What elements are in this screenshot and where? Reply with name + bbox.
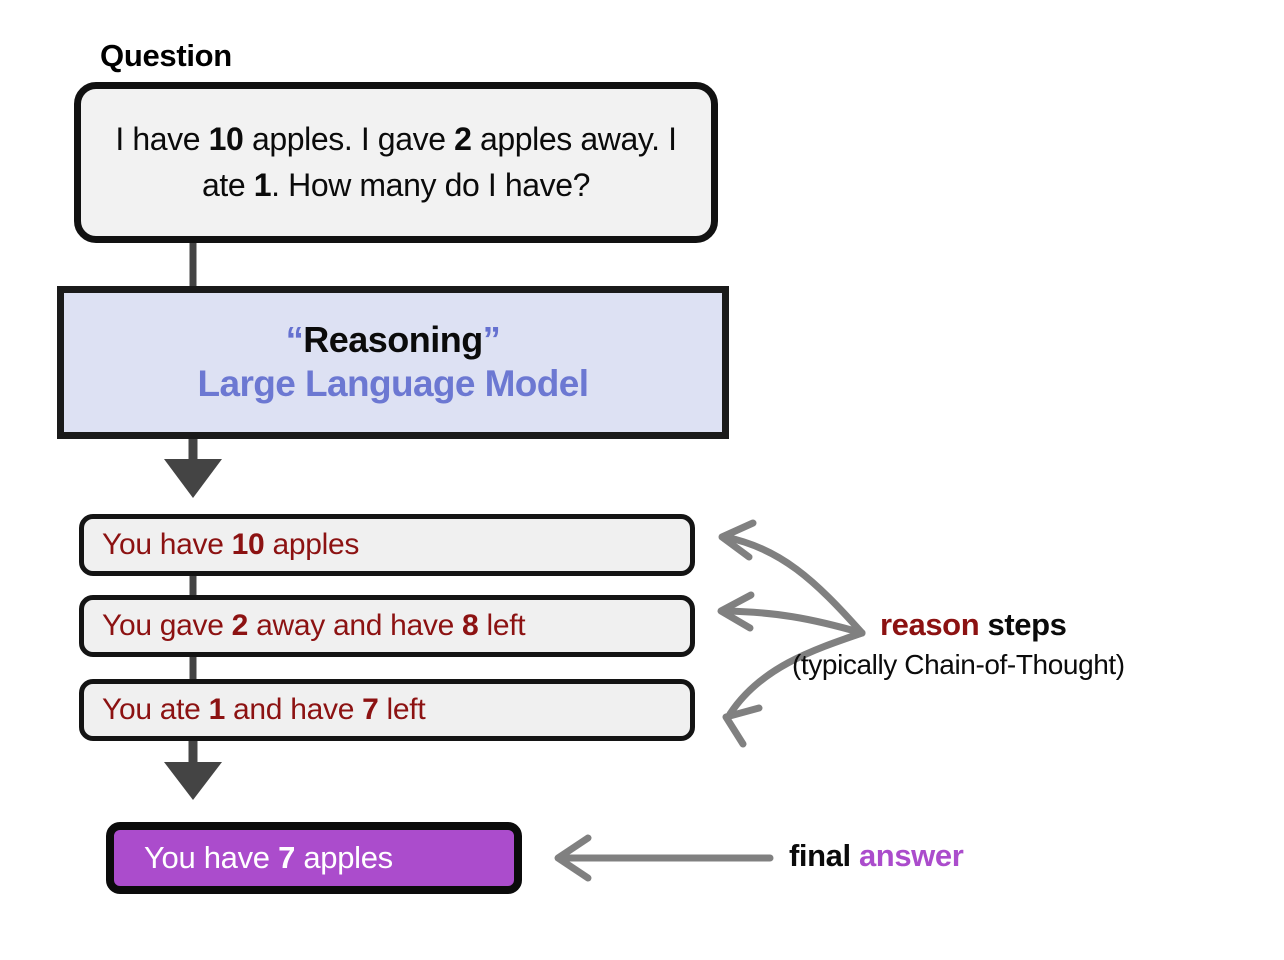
final-answer-text: You have 7 apples (114, 840, 393, 876)
step-2-suffix: left (378, 693, 426, 726)
quote-open: “ (285, 318, 304, 360)
question-part-1: I have (115, 121, 209, 158)
reason-steps-subtitle: (typically Chain-of-Thought) (792, 648, 1125, 680)
reason-step-text: You have 10 apples (84, 528, 359, 562)
reason-step-text: You ate 1 and have 7 left (84, 693, 426, 727)
question-number-1: 1 (253, 166, 272, 203)
step-0-prefix: You have (102, 528, 232, 561)
final-answer-annotation: final answer (789, 838, 964, 874)
final-answer-box: You have 7 apples (106, 822, 522, 894)
annotation-arrow-step-0 (718, 519, 866, 637)
question-label: Question (100, 38, 232, 73)
reason-step-box: You have 10 apples (79, 514, 695, 576)
step-1-number-2: 8 (462, 609, 479, 642)
question-part-4: . How many do I have? (271, 166, 591, 203)
reason-steps-title: reason steps (880, 607, 1125, 643)
reason-step-box: You ate 1 and have 7 left (79, 679, 695, 741)
step-2-mid: and have (225, 693, 363, 726)
step-1-prefix: You gave (102, 609, 232, 642)
flow-arrow-steps-to-answer (164, 740, 222, 800)
annotation-arrow-step-1 (717, 591, 866, 637)
answer-suffix: apples (295, 840, 393, 875)
answer-prefix: You have (144, 840, 279, 875)
llm-name-label: Large Language Model (197, 363, 590, 404)
llm-reasoning-label: “Reasoning” (286, 319, 501, 360)
reason-step-box: You gave 2 away and have 8 left (79, 595, 695, 657)
flow-arrow-llm-to-steps (164, 439, 222, 498)
step-2-number: 1 (208, 693, 226, 726)
step-1-suffix: left (478, 609, 526, 642)
llm-reasoning-word: Reasoning (303, 318, 483, 360)
step-0-suffix: apples (264, 528, 360, 561)
final-answer-label: final (789, 838, 859, 873)
reason-steps-rest: steps (979, 607, 1067, 642)
reason-steps-emphasis: reason (880, 607, 980, 642)
question-part-2: apples. I gave (243, 121, 455, 158)
reason-steps-annotation: reason steps (typically Chain-of-Thought… (792, 607, 1125, 681)
step-0-number: 10 (231, 528, 265, 561)
step-1-mid: away and have (248, 609, 463, 642)
final-answer-emphasis: answer (858, 838, 964, 873)
annotation-arrow-final-answer (554, 834, 774, 882)
quote-close: ” (482, 318, 501, 360)
question-box: I have 10 apples. I gave 2 apples away. … (74, 82, 718, 243)
question-number-2: 2 (454, 121, 472, 158)
step-2-number-2: 7 (362, 693, 379, 726)
step-1-number: 2 (231, 609, 249, 642)
reason-step-text: You gave 2 away and have 8 left (84, 609, 526, 643)
question-number-10: 10 (208, 121, 244, 158)
llm-box: “Reasoning” Large Language Model (57, 286, 729, 439)
question-text: I have 10 apples. I gave 2 apples away. … (81, 117, 711, 208)
answer-number: 7 (278, 840, 296, 875)
question-part-3: apples away. I ate (201, 121, 677, 203)
step-2-prefix: You ate (102, 693, 209, 726)
